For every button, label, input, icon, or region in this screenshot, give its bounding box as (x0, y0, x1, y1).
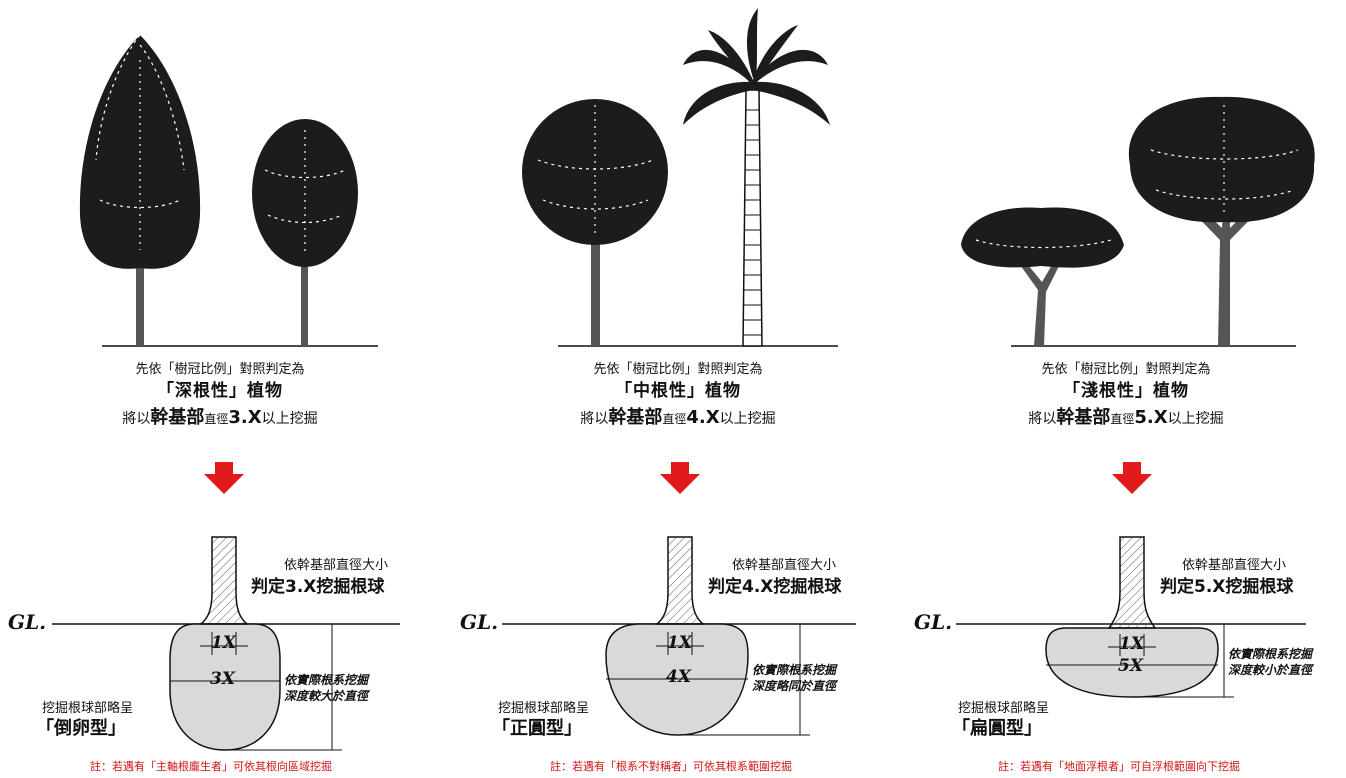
dig-prefix: 將以 (122, 411, 151, 427)
dig-base: 幹基部 (608, 407, 663, 428)
exception-note: 註：若遇有「主軸根龐生者」可依其根向區域挖掘 (90, 760, 332, 773)
palm-tree-icon (683, 8, 830, 347)
column-shallow-root-graphics (956, 96, 1315, 698)
root-type-label: 「中根性」植物 (615, 381, 741, 401)
column-shallow-root: 先依「樹冠比例」對照判定為 「淺根性」植物 將以幹基部直徑5.X以上挖掘 依幹基… (906, 0, 1346, 778)
ball-depth-dimension (1132, 623, 1234, 698)
ball-width-label: 5X (1118, 656, 1144, 676)
shape-line-1: 挖掘根球部略呈 (498, 701, 590, 716)
shape-line-2: 「扁圓型」 (952, 718, 1042, 739)
ball-width-label: 4X (666, 667, 692, 687)
conifer-tree-icon (79, 34, 201, 346)
column-medium-root-graphics (502, 8, 856, 736)
trunk-width-label: 1X (667, 633, 693, 653)
dig-multiple: 5.X (1134, 407, 1168, 428)
down-arrow-icon (1112, 462, 1152, 494)
classification-intro: 先依「樹冠比例」對照判定為 (135, 362, 305, 377)
basis-line-2: 判定5.X挖掘根球 (1160, 577, 1294, 597)
gl-label: GL. (460, 610, 499, 634)
gl-label: GL. (914, 610, 953, 634)
dig-suffix: 以上挖掘 (719, 411, 776, 427)
trunk-width-dimension (656, 632, 704, 655)
dig-rule: 將以幹基部直徑5.X以上挖掘 (906, 403, 1346, 429)
depth-note-2: 深度較大於直徑 (284, 689, 369, 703)
ball-depth-dimension (225, 623, 342, 751)
exception-note: 註：若遇有「根系不對稱者」可依其根系範圍挖掘 (550, 760, 792, 773)
shape-line-2: 「正圓型」 (492, 718, 582, 739)
round-tree-icon (522, 99, 668, 346)
umbrella-tree-icon (961, 207, 1124, 346)
trunk-width-dimension (200, 632, 248, 655)
dig-prefix: 將以 (1028, 411, 1057, 427)
basis-line-1: 依幹基部直徑大小 (1182, 558, 1287, 573)
root-type-label: 「深根性」植物 (157, 381, 283, 401)
shape-line-1: 挖掘根球部略呈 (42, 701, 134, 716)
dig-base: 幹基部 (1056, 407, 1111, 428)
trunk-width-dimension (1108, 634, 1156, 656)
depth-note-2: 深度較小於直徑 (1228, 663, 1313, 677)
basis-line-1: 依幹基部直徑大小 (284, 558, 389, 573)
dig-diameter: 直徑 (662, 412, 687, 426)
down-arrow-icon (660, 462, 700, 494)
ball-width-label: 3X (210, 669, 236, 689)
basis-line-2: 判定3.X挖掘根球 (251, 577, 385, 597)
column-medium-root: 先依「樹冠比例」對照判定為 「中根性」植物 將以幹基部直徑4.X以上挖掘 依幹基… (458, 0, 898, 778)
dig-multiple: 4.X (686, 407, 720, 428)
dig-rule: 將以幹基部直徑3.X以上挖掘 (0, 403, 440, 429)
dig-rule: 將以幹基部直徑4.X以上挖掘 (458, 403, 898, 429)
basis-line-2: 判定4.X挖掘根球 (708, 577, 842, 597)
dig-diameter: 直徑 (204, 412, 229, 426)
trunk-width-label: 1X (211, 633, 237, 653)
classification-intro: 先依「樹冠比例」對照判定為 (593, 362, 763, 377)
trunk-stub (198, 536, 250, 625)
ball-depth-dimension (678, 623, 810, 736)
dig-suffix: 以上挖掘 (1167, 411, 1224, 427)
oval-tree-icon (252, 119, 358, 346)
trunk-stub (1107, 536, 1157, 629)
classification-intro: 先依「樹冠比例」對照判定為 (1041, 362, 1211, 377)
shape-line-2: 「倒卵型」 (36, 718, 126, 739)
dig-prefix: 將以 (580, 411, 609, 427)
depth-note-1: 依實際根系挖掘 (752, 663, 837, 677)
depth-note-1: 依實際根系挖掘 (1228, 647, 1313, 661)
basis-line-1: 依幹基部直徑大小 (732, 558, 837, 573)
gl-label: GL. (8, 610, 47, 634)
root-type-label: 「淺根性」植物 (1063, 381, 1189, 401)
trunk-stub (654, 536, 706, 625)
spreading-tree-icon (1128, 96, 1315, 346)
trunk-width-label: 1X (1119, 634, 1145, 654)
column-deep-root-graphics (52, 34, 400, 751)
depth-note-2: 深度略同於直徑 (752, 679, 837, 693)
dig-multiple: 3.X (228, 407, 262, 428)
dig-suffix: 以上挖掘 (261, 411, 318, 427)
dig-diameter: 直徑 (1110, 412, 1135, 426)
shape-line-1: 挖掘根球部略呈 (958, 701, 1050, 716)
column-deep-root: 先依「樹冠比例」對照判定為 「深根性」植物 將以幹基部直徑3.X以上挖掘 依幹基… (0, 0, 440, 778)
exception-note: 註：若遇有「地面浮根者」可自浮根範圍向下挖掘 (998, 760, 1240, 773)
dig-base: 幹基部 (150, 407, 205, 428)
down-arrow-icon (204, 462, 244, 494)
depth-note-1: 依實際根系挖掘 (284, 673, 369, 687)
